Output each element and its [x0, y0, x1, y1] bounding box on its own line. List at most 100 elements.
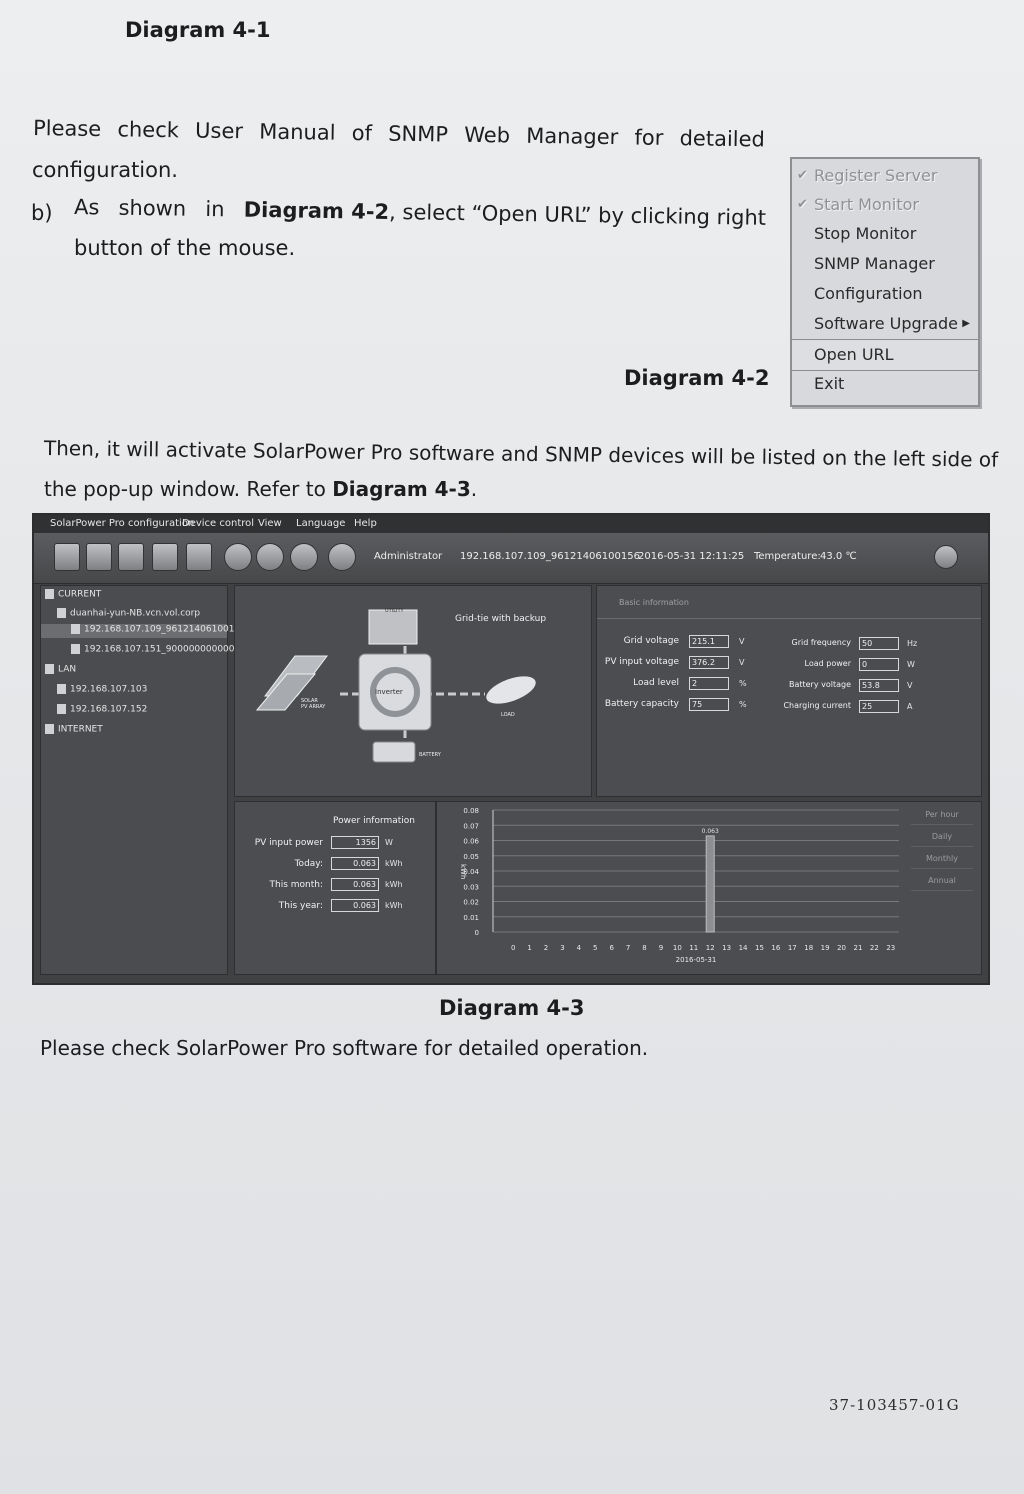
tree-lan[interactable]: LAN: [45, 664, 76, 675]
menu-language[interactable]: Language: [296, 518, 346, 529]
temperature-label: Temperature:: [754, 551, 821, 562]
x-tick-label: 21: [853, 944, 862, 952]
menu-device-control[interactable]: Device control: [182, 518, 255, 529]
x-axis-label: 2016-05-31: [676, 956, 717, 964]
load-power-field: 0: [859, 658, 899, 671]
solarpower-window: SolarPower Pro configuration Device cont…: [32, 513, 990, 985]
annual-button[interactable]: Annual: [911, 872, 973, 891]
tree-label: duanhai-yun-NB.vcn.vol.corp: [70, 608, 201, 619]
menu-item-label: Software Upgrade: [814, 314, 959, 333]
tree-current[interactable]: CURRENT: [45, 589, 101, 600]
bar: [705, 835, 715, 933]
menu-item-label: Configuration: [814, 284, 923, 303]
menu-item-exit[interactable]: Exit: [792, 369, 978, 399]
battery-icon: [372, 741, 416, 763]
tree-label: 192.168.107.109_9612140610015: [84, 624, 241, 635]
settings-icon[interactable]: [86, 543, 112, 571]
x-tick-label: 8: [642, 944, 646, 952]
checkmark-icon: ✔: [797, 197, 808, 212]
menu-help[interactable]: Help: [354, 518, 377, 529]
x-tick-label: 19: [821, 944, 830, 952]
menu-item-register-server[interactable]: ✔ Register Server: [792, 161, 978, 191]
power-info-panel: Power information PV input power 1356 W …: [234, 801, 436, 975]
menu-item-open-url[interactable]: Open URL: [792, 339, 978, 371]
submenu-arrow-icon: ▶: [962, 318, 970, 329]
this-year-label: This year:: [278, 901, 323, 911]
document-icon[interactable]: [118, 543, 144, 571]
menu-view[interactable]: View: [258, 518, 282, 529]
refresh-icon[interactable]: [290, 543, 318, 571]
utility-label: UTILITY: [385, 608, 404, 614]
unit: %: [739, 679, 747, 688]
inverter-icon: [358, 653, 432, 731]
word: User: [194, 118, 244, 144]
today-field: 0.063: [331, 857, 379, 870]
toolbar: Administrator 192.168.107.109_9612140610…: [34, 533, 988, 584]
graph-range-buttons: Per hour Daily Monthly Annual: [911, 806, 973, 891]
text: .: [470, 477, 478, 501]
word: Manager: [526, 123, 619, 150]
paragraph-b-line-2: button of the mouse.: [74, 236, 296, 260]
this-month-label: This month:: [269, 880, 324, 890]
load-label: LOAD: [501, 712, 515, 718]
search-icon[interactable]: [256, 543, 284, 571]
x-tick-label: 11: [689, 944, 698, 952]
unit: kWh: [385, 859, 403, 868]
utility-tower-icon: [368, 609, 418, 645]
daily-button[interactable]: Daily: [911, 828, 973, 847]
checkmark-icon: ✔: [797, 168, 808, 183]
word: of: [351, 121, 373, 146]
basic-info-title: Basic information: [619, 598, 689, 607]
list-marker-b: b): [31, 201, 53, 225]
menu-item-configuration[interactable]: Configuration: [792, 279, 978, 309]
tree-internet[interactable]: INTERNET: [45, 724, 103, 735]
x-tick-label: 7: [626, 944, 630, 952]
word: shown: [118, 195, 187, 221]
paragraph-then-line-2: the pop-up window. Refer to Diagram 4-3.: [44, 477, 477, 501]
word: for: [634, 125, 664, 150]
tree-device[interactable]: 192.168.107.151_9000000000000: [71, 644, 240, 655]
network-icon[interactable]: [224, 543, 252, 571]
pv-input-voltage-field: 376.2: [689, 656, 729, 669]
paragraph-line-2: configuration.: [32, 158, 178, 182]
diagram-4-1-caption: Diagram 4-1: [125, 18, 271, 42]
monthly-button[interactable]: Monthly: [911, 850, 973, 869]
y-tick-label: 0.07: [463, 822, 479, 830]
tree-lan-device[interactable]: 192.168.107.103: [57, 684, 147, 695]
status-orb-icon: [934, 545, 958, 569]
tree-host[interactable]: duanhai-yun-NB.vcn.vol.corp: [57, 608, 200, 619]
per-hour-button[interactable]: Per hour: [911, 806, 973, 825]
menu-item-stop-monitor[interactable]: Stop Monitor: [792, 219, 978, 249]
grid-voltage-label: Grid voltage: [623, 636, 679, 646]
x-tick-label: 17: [788, 944, 797, 952]
divider: [597, 618, 981, 619]
menu-item-snmp-manager[interactable]: SNMP Manager: [792, 249, 978, 279]
paragraph-then-line-1: Then, it will activate SolarPower Pro so…: [43, 436, 999, 472]
folder-icon: [45, 724, 54, 734]
basic-info-panel: Basic information Grid voltage 215.1 V P…: [596, 585, 982, 797]
monitor-icon[interactable]: [54, 543, 80, 571]
users-icon[interactable]: [328, 543, 356, 571]
tree-device-selected[interactable]: 192.168.107.109_9612140610015: [41, 624, 240, 638]
system-diagram-svg: [255, 609, 536, 763]
y-tick-label: 0.06: [463, 838, 479, 846]
unit: V: [907, 681, 913, 690]
battery-voltage-field: 53.8: [859, 679, 899, 692]
menu-configuration[interactable]: SolarPower Pro configuration: [50, 518, 195, 529]
folder-icon: [45, 589, 54, 599]
tree-lan-device[interactable]: 192.168.107.152: [57, 704, 147, 715]
battery-voltage-label: Battery voltage: [788, 680, 851, 689]
x-tick-label: 10: [673, 944, 682, 952]
inverter-label: Inverter: [375, 688, 403, 696]
camera-icon[interactable]: [152, 543, 178, 571]
battery-capacity-field: 75: [689, 698, 729, 711]
x-tick-label: 16: [771, 944, 780, 952]
menu-item-start-monitor[interactable]: ✔ Start Monitor: [792, 190, 978, 220]
unit: V: [739, 658, 745, 667]
pv-input-voltage-label: PV input voltage: [604, 657, 679, 667]
battery-icon[interactable]: [186, 543, 212, 571]
y-tick-label: 0.03: [463, 883, 479, 891]
device-id: 192.168.107.109_96121406100156: [460, 551, 640, 562]
menu-item-software-upgrade[interactable]: Software Upgrade ▶: [792, 309, 978, 339]
datetime: 2016-05-31 12:11:25: [638, 551, 745, 562]
